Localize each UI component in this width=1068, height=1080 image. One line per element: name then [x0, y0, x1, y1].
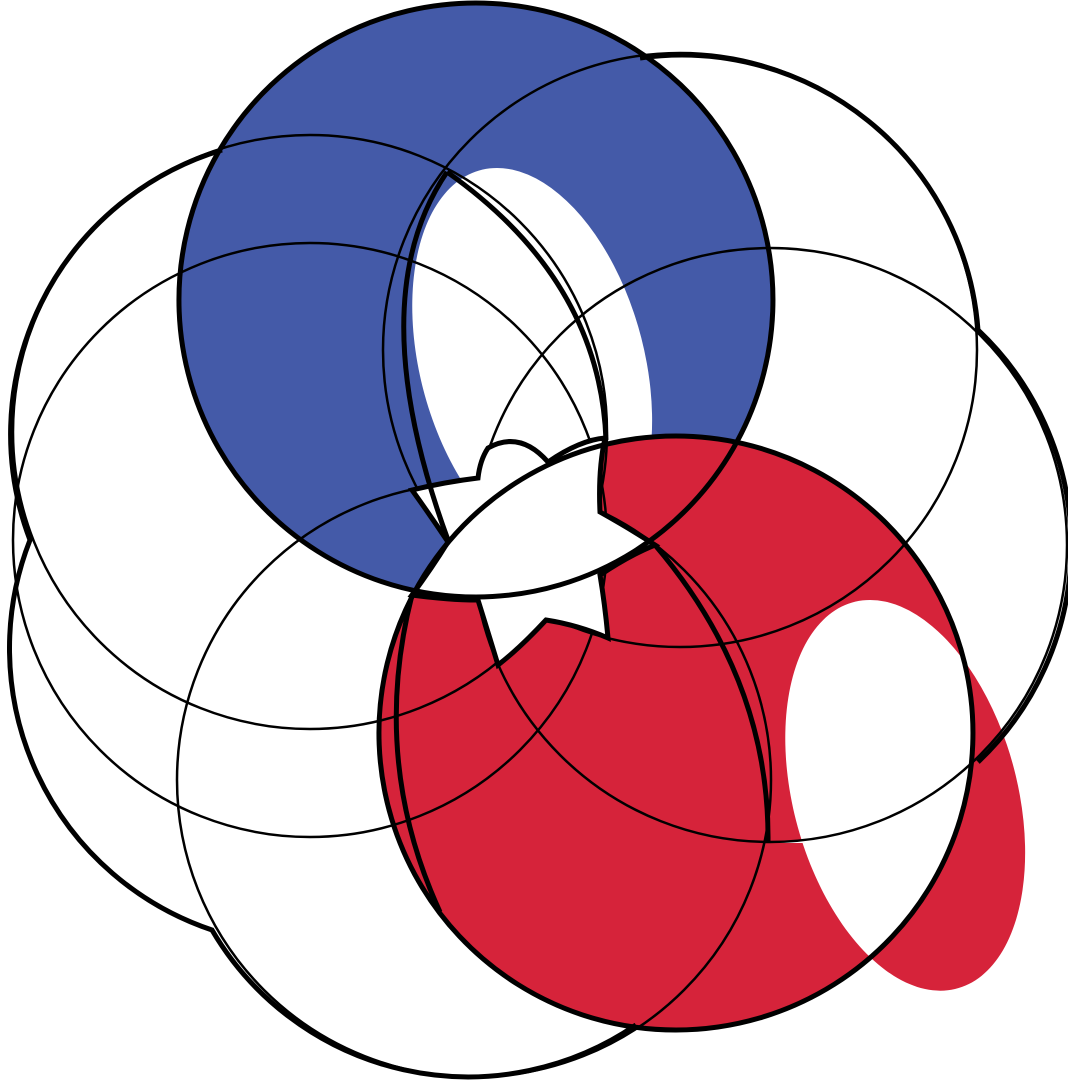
overlapping-circles-figure	[0, 0, 1068, 1080]
